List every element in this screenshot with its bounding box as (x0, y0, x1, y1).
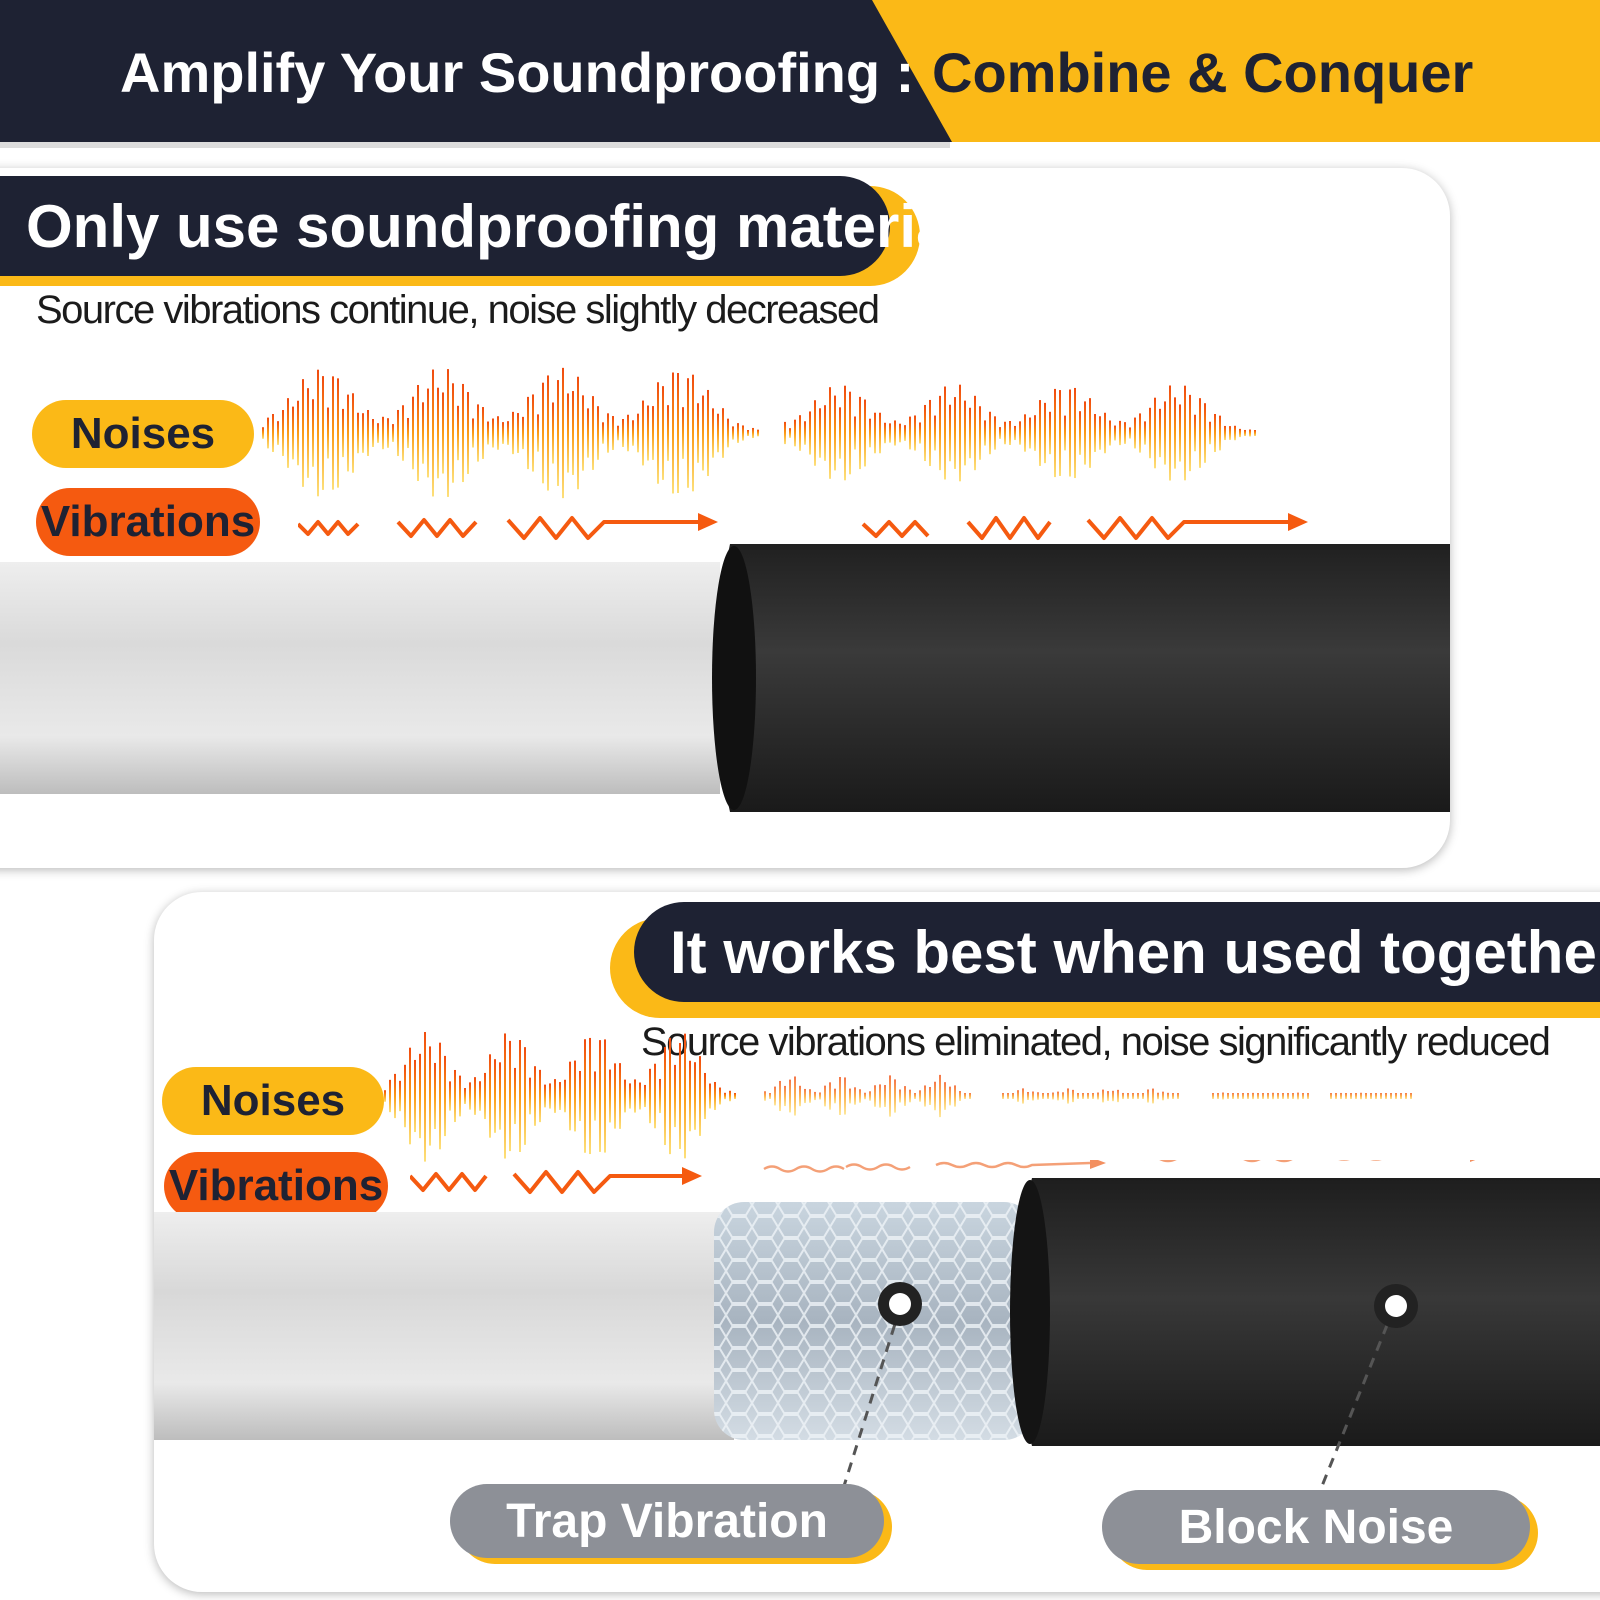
banner-highlight: Combine & Conquer (932, 41, 1474, 104)
vibration-arrow-icon (410, 1160, 1476, 1194)
pipe-with-foam-sleeve (0, 544, 1450, 812)
panel-single-material: Only use soundproofing material Source v… (0, 168, 1450, 868)
vibration-arrow-icon (298, 513, 1308, 540)
banner-title: Amplify Your Soundproofing : (120, 41, 915, 104)
vibrations-tag: Vibrations (36, 488, 260, 556)
sound-wave-icon (384, 1032, 1412, 1162)
trap-vibration-label: Trap Vibration (450, 1484, 884, 1558)
pipe-with-wrap-and-foam (154, 1178, 1600, 1446)
panel-title: Only use soundproofing material (0, 176, 966, 276)
block-noise-label: Block Noise (1102, 1490, 1530, 1564)
sound-wave-icon (262, 367, 1256, 499)
banner-background (0, 0, 1600, 148)
panel-subtitle: Source vibrations eliminated, noise sign… (641, 1020, 1551, 1064)
noises-tag: Noises (162, 1067, 384, 1135)
panel-subtitle: Source vibrations continue, noise slight… (36, 288, 880, 332)
panel-title: It works best when used together (634, 902, 1600, 1002)
vibrations-tag: Vibrations (164, 1152, 388, 1220)
panel-combined: It works best when used together Source … (154, 892, 1600, 1592)
top-banner: Amplify Your Soundproofing : Combine & C… (0, 0, 1600, 148)
noises-tag: Noises (32, 400, 254, 468)
callout-dot-icon (842, 1282, 1418, 1487)
